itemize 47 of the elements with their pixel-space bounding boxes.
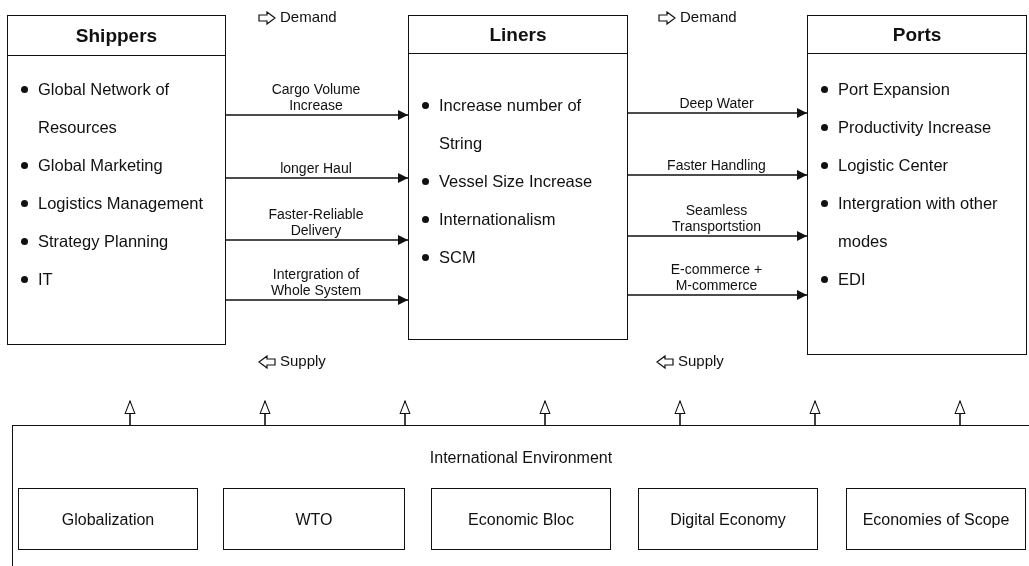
bullet-text: SCM xyxy=(439,247,477,268)
bullet-text: Internationalism xyxy=(439,209,557,230)
factor-box: WTO xyxy=(223,488,405,550)
arrow xyxy=(627,170,808,180)
environment-panel xyxy=(12,425,1029,566)
arrow xyxy=(225,173,409,183)
bullet-text: Increase number of String xyxy=(439,95,583,154)
arrow xyxy=(627,108,808,118)
bullet-text: Vessel Size Increase xyxy=(439,171,594,192)
bullet-text: Global Marketing xyxy=(38,155,164,176)
block-arrow xyxy=(259,400,271,426)
column-box xyxy=(7,15,226,345)
flow-label: Demand xyxy=(280,8,337,25)
bullet-text: Global Network of Resources xyxy=(38,79,171,138)
factor-box: Economic Bloc xyxy=(431,488,611,550)
block-arrow xyxy=(539,400,551,426)
bullet-text: Strategy Planning xyxy=(38,231,170,252)
bullet-text: Productivity Increase xyxy=(838,117,993,138)
block-arrow xyxy=(809,400,821,426)
block-arrow xyxy=(674,400,686,426)
column-heading: Liners xyxy=(409,16,627,54)
column-heading: Shippers xyxy=(8,16,225,56)
bullet-text: Logistic Center xyxy=(838,155,950,176)
factor-box: Globalization xyxy=(18,488,198,550)
flow-label: Demand xyxy=(680,8,737,25)
factor-box: Economies of Scope xyxy=(846,488,1026,550)
arrow xyxy=(225,235,409,245)
block-arrow xyxy=(954,400,966,426)
edge-label: Faster Handling xyxy=(665,157,768,173)
block-arrow xyxy=(399,400,411,426)
arrow xyxy=(627,290,808,300)
bullet-text: IT xyxy=(38,269,54,290)
bullet-text: Logistics Management xyxy=(38,193,205,214)
panel-heading: International Environment xyxy=(428,449,614,467)
factor-box: Digital Economy xyxy=(638,488,818,550)
arrow xyxy=(627,231,808,241)
column-box xyxy=(408,15,628,340)
flow-label: Supply xyxy=(678,352,724,369)
block-arrow xyxy=(124,400,136,426)
arrow xyxy=(225,295,409,305)
column-box xyxy=(807,15,1027,355)
bullet-text: Port Expansion xyxy=(838,79,951,100)
bullet-text: Intergration with other modes xyxy=(838,193,999,252)
flow-label: Supply xyxy=(280,352,326,369)
arrow xyxy=(225,110,409,120)
column-heading: Ports xyxy=(808,16,1026,54)
bullet-text: EDI xyxy=(838,269,867,290)
